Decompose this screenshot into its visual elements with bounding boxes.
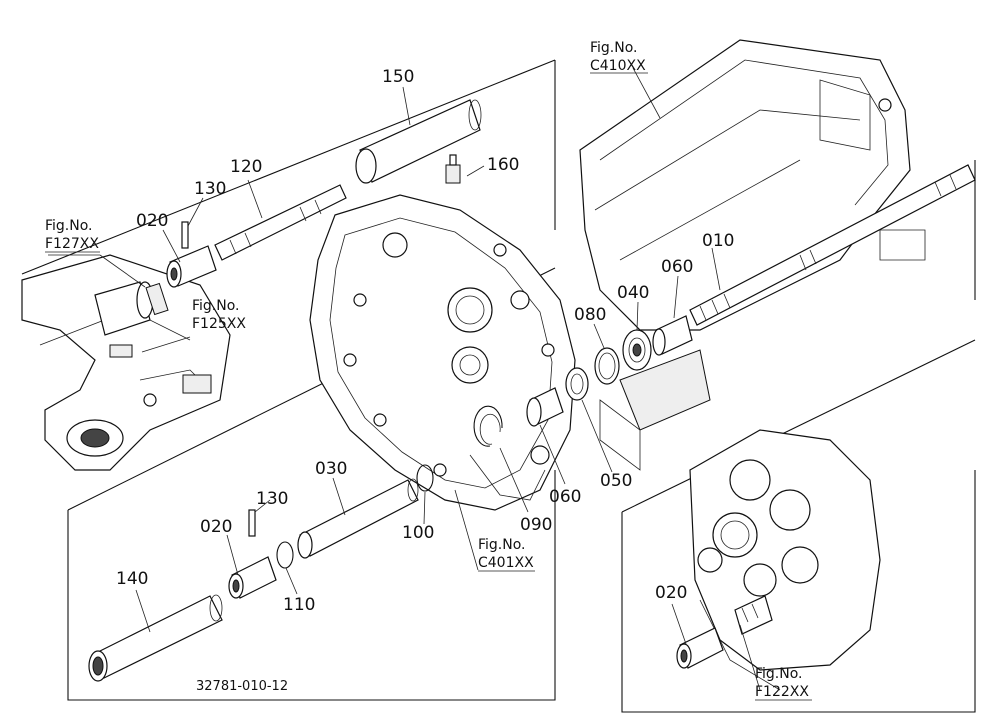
part-040-bearing [622, 329, 652, 371]
fig-ref-f122-label: Fig.No. [755, 666, 803, 682]
label-060-top: 060 [661, 257, 693, 277]
part-080-ring [594, 347, 620, 385]
part-140-tube [88, 594, 223, 682]
part-060-sleeve-top [652, 315, 693, 356]
part-130-pin-bottom [248, 509, 256, 537]
label-130-top: 130 [194, 179, 226, 199]
fig-ref-f127-label: Fig.No. [45, 218, 93, 234]
label-100: 100 [402, 523, 434, 543]
label-030: 030 [315, 459, 347, 479]
coupling-assembly [94, 281, 169, 336]
label-150: 150 [382, 67, 414, 87]
transmission-housing [309, 194, 576, 511]
part-010-shaft [689, 164, 976, 326]
label-110: 110 [283, 595, 315, 615]
label-160: 160 [487, 155, 519, 175]
label-120: 120 [230, 157, 262, 177]
fig-ref-f125-code: F125XX [192, 316, 246, 332]
label-010: 010 [702, 231, 734, 251]
part-020-collar-top [166, 245, 217, 288]
part-020-collar-right [676, 627, 724, 669]
fig-ref-c401-label: Fig.No. [478, 537, 526, 553]
fig-ref-c401-code: C401XX [478, 555, 534, 571]
label-090: 090 [520, 515, 552, 535]
part-120-shaft [214, 184, 347, 261]
part-number-labels: 150 160 120 130 020 010 060 040 080 050 … [116, 67, 734, 615]
label-020-mid: 020 [200, 517, 232, 537]
part-110-oring [276, 541, 294, 569]
label-060-bottom: 060 [549, 487, 581, 507]
transmission-case [579, 39, 926, 471]
front-frame [21, 254, 231, 471]
fig-ref-f122-code: F122XX [755, 684, 809, 700]
label-040: 040 [617, 283, 649, 303]
figure-references: Fig.No. C410XX Fig.No. F127XX Fig.No. F1… [45, 40, 812, 701]
label-020-right: 020 [655, 583, 687, 603]
leader-lines [48, 67, 761, 691]
part-100-oring [416, 464, 434, 492]
label-080: 080 [574, 305, 606, 325]
part-020-collar-mid [228, 556, 277, 599]
label-020-top: 020 [136, 211, 168, 231]
part-060-sleeve-bottom [526, 387, 564, 427]
part-160-plug [445, 154, 461, 184]
part-150-sleeve [355, 99, 482, 184]
part-130-pin-top [181, 221, 189, 249]
part-090-circlip [473, 405, 503, 447]
fig-ref-c410-code: C410XX [590, 58, 646, 74]
fig-ref-c410-label: Fig.No. [590, 40, 638, 56]
drawing-code: 32781-010-12 [196, 679, 288, 694]
splined-stub-shaft [734, 595, 773, 635]
label-130-bottom: 130 [256, 489, 288, 509]
label-140: 140 [116, 569, 148, 589]
fig-ref-f127-code: F127XX [45, 236, 99, 252]
part-050-washer [565, 367, 589, 401]
part-030-tube [297, 478, 419, 559]
label-050: 050 [600, 471, 632, 491]
fig-ref-f125-label: Fig.No. [192, 298, 240, 314]
